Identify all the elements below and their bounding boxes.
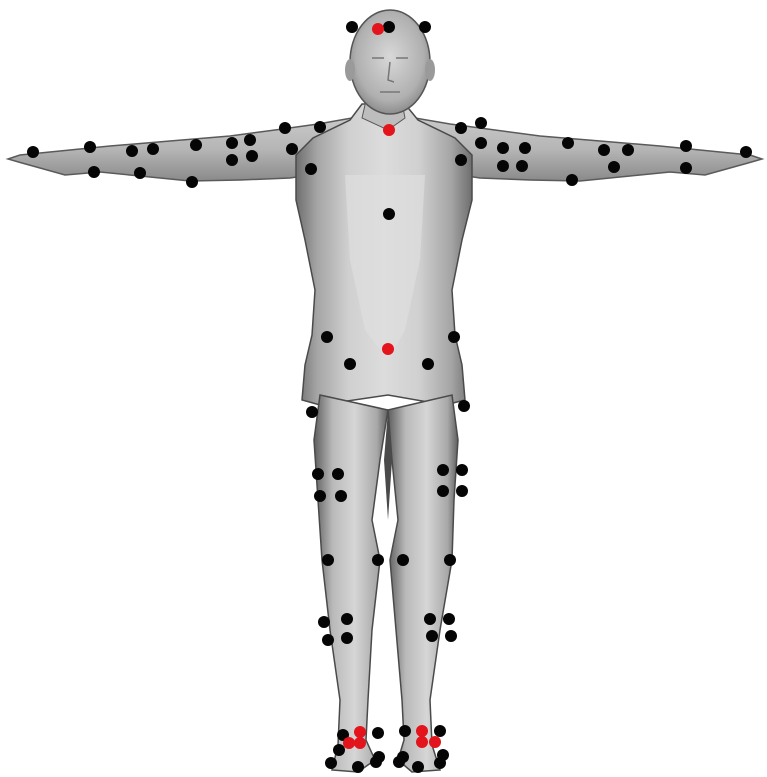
black-marker-dot: [426, 630, 438, 642]
marker-layer: [27, 21, 752, 773]
black-marker-dot: [445, 630, 457, 642]
black-marker-dot: [322, 554, 334, 566]
black-marker-dot: [516, 160, 528, 172]
black-marker-dot: [344, 358, 356, 370]
black-marker-dot: [456, 485, 468, 497]
black-marker-dot: [244, 134, 256, 146]
left-ear: [345, 59, 355, 81]
black-marker-dot: [134, 167, 146, 179]
black-marker-dot: [346, 21, 358, 33]
black-marker-dot: [335, 490, 347, 502]
black-marker-dot: [434, 725, 446, 737]
black-marker-dot: [399, 725, 411, 737]
black-marker-dot: [448, 331, 460, 343]
black-marker-dot: [455, 122, 467, 134]
black-marker-dot: [341, 632, 353, 644]
black-marker-dot: [458, 400, 470, 412]
black-marker-dot: [424, 613, 436, 625]
right-leg: [388, 395, 458, 772]
red-marker-dot: [382, 343, 394, 355]
black-marker-dot: [397, 554, 409, 566]
black-marker-dot: [186, 176, 198, 188]
black-marker-dot: [84, 141, 96, 153]
black-marker-dot: [598, 144, 610, 156]
black-marker-dot: [372, 727, 384, 739]
right-ear: [425, 59, 435, 81]
black-marker-dot: [322, 634, 334, 646]
black-marker-dot: [497, 160, 509, 172]
black-marker-dot: [412, 761, 424, 773]
black-marker-dot: [444, 554, 456, 566]
black-marker-dot: [286, 143, 298, 155]
black-marker-dot: [306, 406, 318, 418]
black-marker-dot: [419, 21, 431, 33]
body-mesh: [8, 10, 762, 772]
red-marker-dot: [416, 725, 428, 737]
black-marker-dot: [422, 358, 434, 370]
black-marker-dot: [740, 146, 752, 158]
black-marker-dot: [566, 174, 578, 186]
black-marker-dot: [305, 163, 317, 175]
black-marker-dot: [321, 331, 333, 343]
black-marker-dot: [126, 145, 138, 157]
red-marker-dot: [429, 736, 441, 748]
black-marker-dot: [475, 117, 487, 129]
black-marker-dot: [226, 137, 238, 149]
left-leg: [314, 395, 388, 772]
black-marker-dot: [680, 162, 692, 174]
black-marker-dot: [497, 142, 509, 154]
black-marker-dot: [226, 154, 238, 166]
black-marker-dot: [279, 122, 291, 134]
black-marker-dot: [437, 485, 449, 497]
red-marker-dot: [354, 726, 366, 738]
black-marker-dot: [341, 613, 353, 625]
red-marker-dot: [416, 736, 428, 748]
black-marker-dot: [325, 757, 337, 769]
black-marker-dot: [314, 121, 326, 133]
black-marker-dot: [372, 554, 384, 566]
black-marker-dot: [332, 468, 344, 480]
black-marker-dot: [443, 613, 455, 625]
black-marker-dot: [519, 142, 531, 154]
black-marker-dot: [352, 761, 364, 773]
black-marker-dot: [562, 137, 574, 149]
black-marker-dot: [333, 744, 345, 756]
black-marker-dot: [434, 757, 446, 769]
black-marker-dot: [622, 144, 634, 156]
black-marker-dot: [246, 150, 258, 162]
black-marker-dot: [475, 137, 487, 149]
red-marker-dot: [372, 23, 384, 35]
black-marker-dot: [393, 756, 405, 768]
red-marker-dot: [354, 737, 366, 749]
black-marker-dot: [608, 161, 620, 173]
black-marker-dot: [437, 464, 449, 476]
black-marker-dot: [456, 464, 468, 476]
black-marker-dot: [27, 146, 39, 158]
black-marker-dot: [312, 468, 324, 480]
black-marker-dot: [314, 490, 326, 502]
black-marker-dot: [88, 166, 100, 178]
red-marker-dot: [343, 737, 355, 749]
black-marker-dot: [190, 139, 202, 151]
black-marker-dot: [370, 756, 382, 768]
black-marker-dot: [680, 140, 692, 152]
red-marker-dot: [383, 124, 395, 136]
black-marker-dot: [318, 616, 330, 628]
black-marker-dot: [383, 21, 395, 33]
black-marker-dot: [383, 208, 395, 220]
black-marker-dot: [455, 154, 467, 166]
black-marker-dot: [147, 143, 159, 155]
